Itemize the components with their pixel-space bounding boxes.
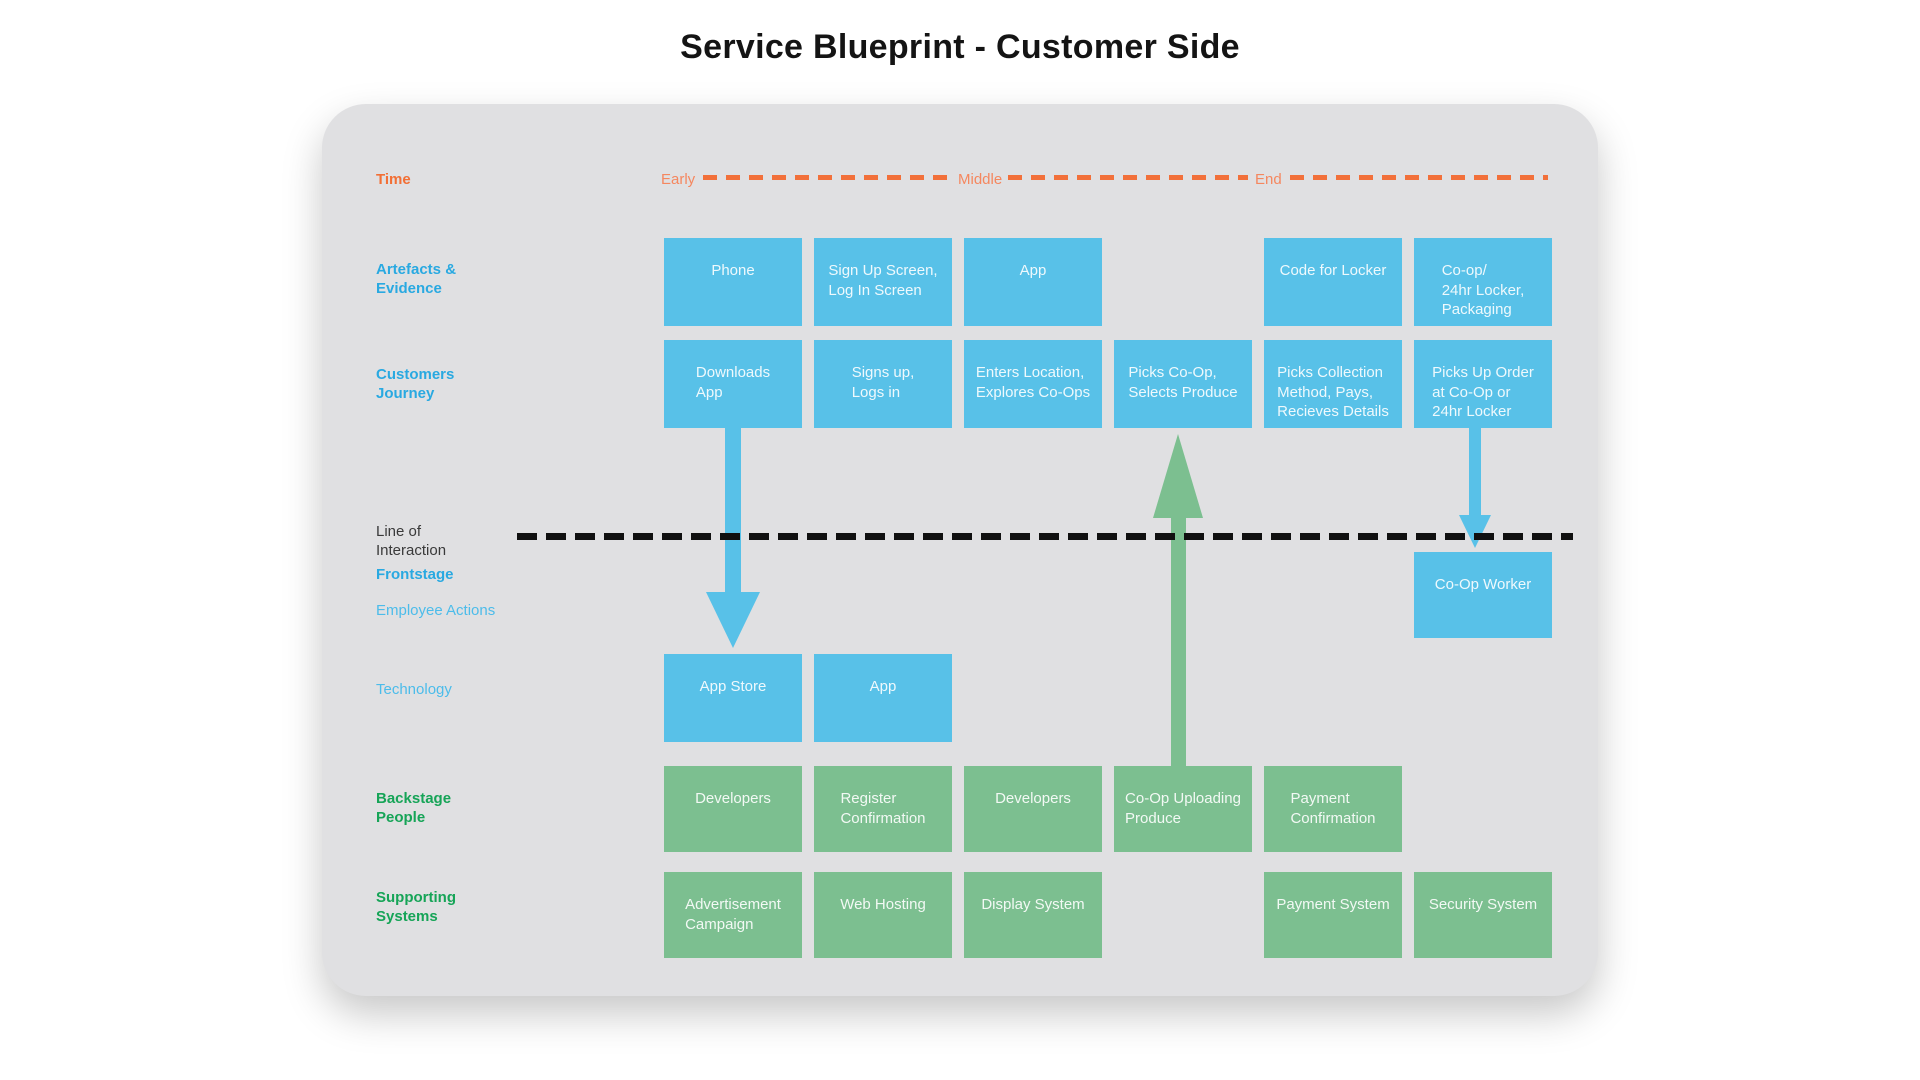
picks-up-order-label: Picks Up Order at Co-Op or 24hr Locker — [1432, 364, 1534, 420]
blueprint-panel — [322, 104, 1598, 996]
lane-label-employee-actions: Employee Actions — [376, 602, 496, 619]
coop-uploading-produce-label: Co-Op Uploading Produce — [1125, 790, 1241, 827]
customer-to-appstore-arrow-head — [706, 592, 760, 648]
app-artefact-label: App — [1019, 262, 1047, 279]
signs-up-logs-in-box: Signs up, Logs in — [814, 340, 952, 428]
backstage-to-customer-arrow-shaft — [1170, 518, 1186, 766]
web-hosting-box: Web Hosting — [814, 872, 952, 958]
display-system-box: Display System — [964, 872, 1102, 958]
code-for-locker-label: Code for Locker — [1279, 262, 1387, 279]
lane-label-line-of-interaction: Line of Interaction — [376, 523, 447, 559]
backstage-to-customer-arrow-head — [1153, 434, 1203, 518]
downloads-app-label: Downloads App — [695, 364, 771, 401]
phone-label: Phone — [711, 262, 755, 279]
enters-location-box: Enters Location, Explores Co-Ops — [964, 340, 1102, 428]
security-system-box: Security System — [1414, 872, 1552, 958]
lane-label-artefacts-evidence: Artefacts & Evidence — [376, 261, 457, 297]
payment-confirmation-label: Payment Confirmation — [1290, 790, 1376, 827]
app-store-box: App Store — [664, 654, 802, 742]
developers-1-box: Developers — [664, 766, 802, 852]
app-technology-label: App — [869, 678, 897, 695]
time-dash-line-end — [1290, 175, 1548, 180]
payment-confirmation-box: Payment Confirmation — [1264, 766, 1402, 852]
lane-label-backstage-people: Backstage People — [376, 790, 452, 826]
lane-label-supporting-systems: Supporting Systems — [376, 889, 456, 925]
lane-label-time: Time — [376, 171, 411, 188]
time-marker-middle: Middle — [958, 171, 1003, 188]
customer-to-worker-arrow-shaft — [1469, 427, 1481, 515]
lane-label-customers-journey: Customers Journey — [376, 366, 455, 402]
time-marker-early: Early — [661, 171, 696, 188]
code-for-locker-box: Code for Locker — [1264, 238, 1402, 326]
app-store-label: App Store — [699, 678, 767, 695]
payment-system-box: Payment System — [1264, 872, 1402, 958]
developers-2-label: Developers — [995, 790, 1071, 807]
picks-coop-box: Picks Co-Op, Selects Produce — [1114, 340, 1252, 428]
app-artefact-box: App — [964, 238, 1102, 326]
developers-1-label: Developers — [695, 790, 771, 807]
coop-worker-box: Co-Op Worker — [1414, 552, 1552, 638]
lane-label-frontstage: Frontstage — [376, 566, 454, 583]
coop-locker-packaging-box: Co-op/ 24hr Locker, Packaging — [1414, 238, 1552, 326]
coop-worker-label: Co-Op Worker — [1434, 576, 1532, 593]
picks-collection-box: Picks Collection Method, Pays, Recieves … — [1264, 340, 1402, 428]
signup-login-screen-box: Sign Up Screen, Log In Screen — [814, 238, 952, 326]
lane-label-technology: Technology — [376, 681, 452, 698]
signup-login-screen-label: Sign Up Screen, Log In Screen — [828, 262, 938, 299]
picks-up-order-box: Picks Up Order at Co-Op or 24hr Locker — [1414, 340, 1552, 428]
enters-location-label: Enters Location, Explores Co-Ops — [975, 364, 1091, 401]
security-system-label: Security System — [1428, 896, 1538, 913]
web-hosting-label: Web Hosting — [840, 896, 926, 913]
display-system-label: Display System — [981, 896, 1085, 913]
payment-system-label: Payment System — [1276, 896, 1390, 913]
picks-collection-label: Picks Collection Method, Pays, Recieves … — [1277, 364, 1389, 420]
page-title: Service Blueprint - Customer Side — [680, 28, 1240, 66]
coop-uploading-produce-box: Co-Op Uploading Produce — [1114, 766, 1252, 852]
register-confirmation-box: Register Confirmation — [814, 766, 952, 852]
time-marker-end: End — [1255, 171, 1282, 188]
picks-coop-label: Picks Co-Op, Selects Produce — [1128, 364, 1238, 401]
phone-box: Phone — [664, 238, 802, 326]
advertisement-campaign-label: Advertisement Campaign — [685, 896, 781, 933]
coop-locker-packaging-label: Co-op/ 24hr Locker, Packaging — [1441, 262, 1525, 318]
customer-to-worker-arrow-head — [1459, 515, 1491, 548]
time-dash-line-middle — [1008, 175, 1248, 180]
downloads-app-box: Downloads App — [664, 340, 802, 428]
time-dash-line-early — [703, 175, 948, 180]
line-of-interaction-dashed-line — [517, 533, 1573, 540]
app-technology-box: App — [814, 654, 952, 742]
advertisement-campaign-box: Advertisement Campaign — [664, 872, 802, 958]
signs-up-logs-in-label: Signs up, Logs in — [851, 364, 915, 401]
register-confirmation-label: Register Confirmation — [840, 790, 926, 827]
customer-to-appstore-arrow-shaft — [725, 427, 741, 592]
developers-2-box: Developers — [964, 766, 1102, 852]
